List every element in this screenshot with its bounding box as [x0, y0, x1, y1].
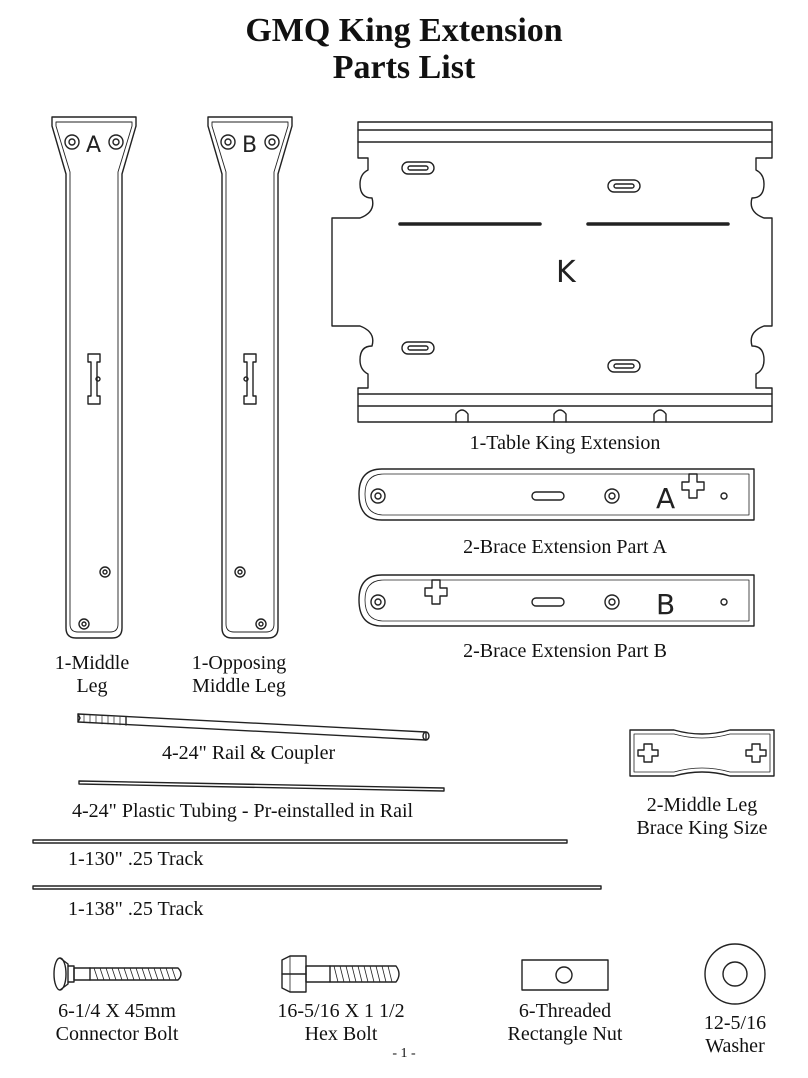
rectangle-nut-drawing — [521, 959, 609, 991]
brace-b-label: 2-Brace Extension Part B — [463, 640, 667, 662]
plastic-tubing-label: 4-24" Plastic Tubing - Pr-einstalled in … — [72, 800, 414, 822]
middle-leg-brace-drawing — [629, 729, 775, 777]
brace-a-drawing: A — [358, 468, 755, 521]
page-number: - 1 - — [392, 1046, 416, 1061]
opposing-leg-label: 1-Opposing Middle Leg — [191, 652, 287, 697]
plastic-tubing-drawing — [78, 780, 445, 792]
connector-bolt-label: 6-1/4 X 45mm Connector Bolt — [55, 1000, 179, 1045]
track-138-drawing — [32, 885, 602, 890]
rectangle-nut-label: 6-Threaded Rectangle Nut — [507, 1000, 623, 1045]
rail-coupler-drawing — [77, 713, 430, 741]
brace-letter-b: B — [656, 588, 675, 621]
middle-leg-label: 1-Middle Leg — [54, 652, 130, 697]
rail-coupler-label: 4-24" Rail & Coupler — [162, 742, 336, 764]
leg-letter-b: B — [242, 133, 257, 158]
hex-bolt-drawing — [281, 955, 400, 993]
brace-b-drawing: B — [358, 574, 755, 627]
title-line-2: Parts List — [332, 49, 476, 86]
middle-leg-brace-label: 2-Middle Leg Brace King Size — [636, 794, 768, 839]
table-extension-label: 1-Table King Extension — [469, 432, 661, 454]
leg-letter-a: A — [86, 133, 101, 158]
table-extension-drawing: K — [331, 121, 773, 423]
track-130-drawing — [32, 839, 568, 844]
washer-label: 12-5/16 Washer — [703, 1012, 767, 1057]
hex-bolt-label: 16-5/16 X 1 1/2 Hex Bolt — [277, 1000, 405, 1045]
middle-leg-drawing: A — [51, 116, 137, 639]
track-138-label: 1-138" .25 Track — [68, 898, 204, 920]
page-title: GMQ King Extension Parts List — [0, 12, 808, 86]
opposing-leg-drawing: B — [207, 116, 293, 639]
title-line-1: GMQ King Extension — [245, 12, 563, 49]
connector-bolt-drawing — [53, 957, 182, 991]
washer-drawing — [704, 943, 766, 1005]
brace-letter-a: A — [656, 482, 675, 515]
track-130-label: 1-130" .25 Track — [68, 848, 204, 870]
brace-a-label: 2-Brace Extension Part A — [463, 536, 667, 558]
extension-letter-k: K — [556, 255, 577, 290]
